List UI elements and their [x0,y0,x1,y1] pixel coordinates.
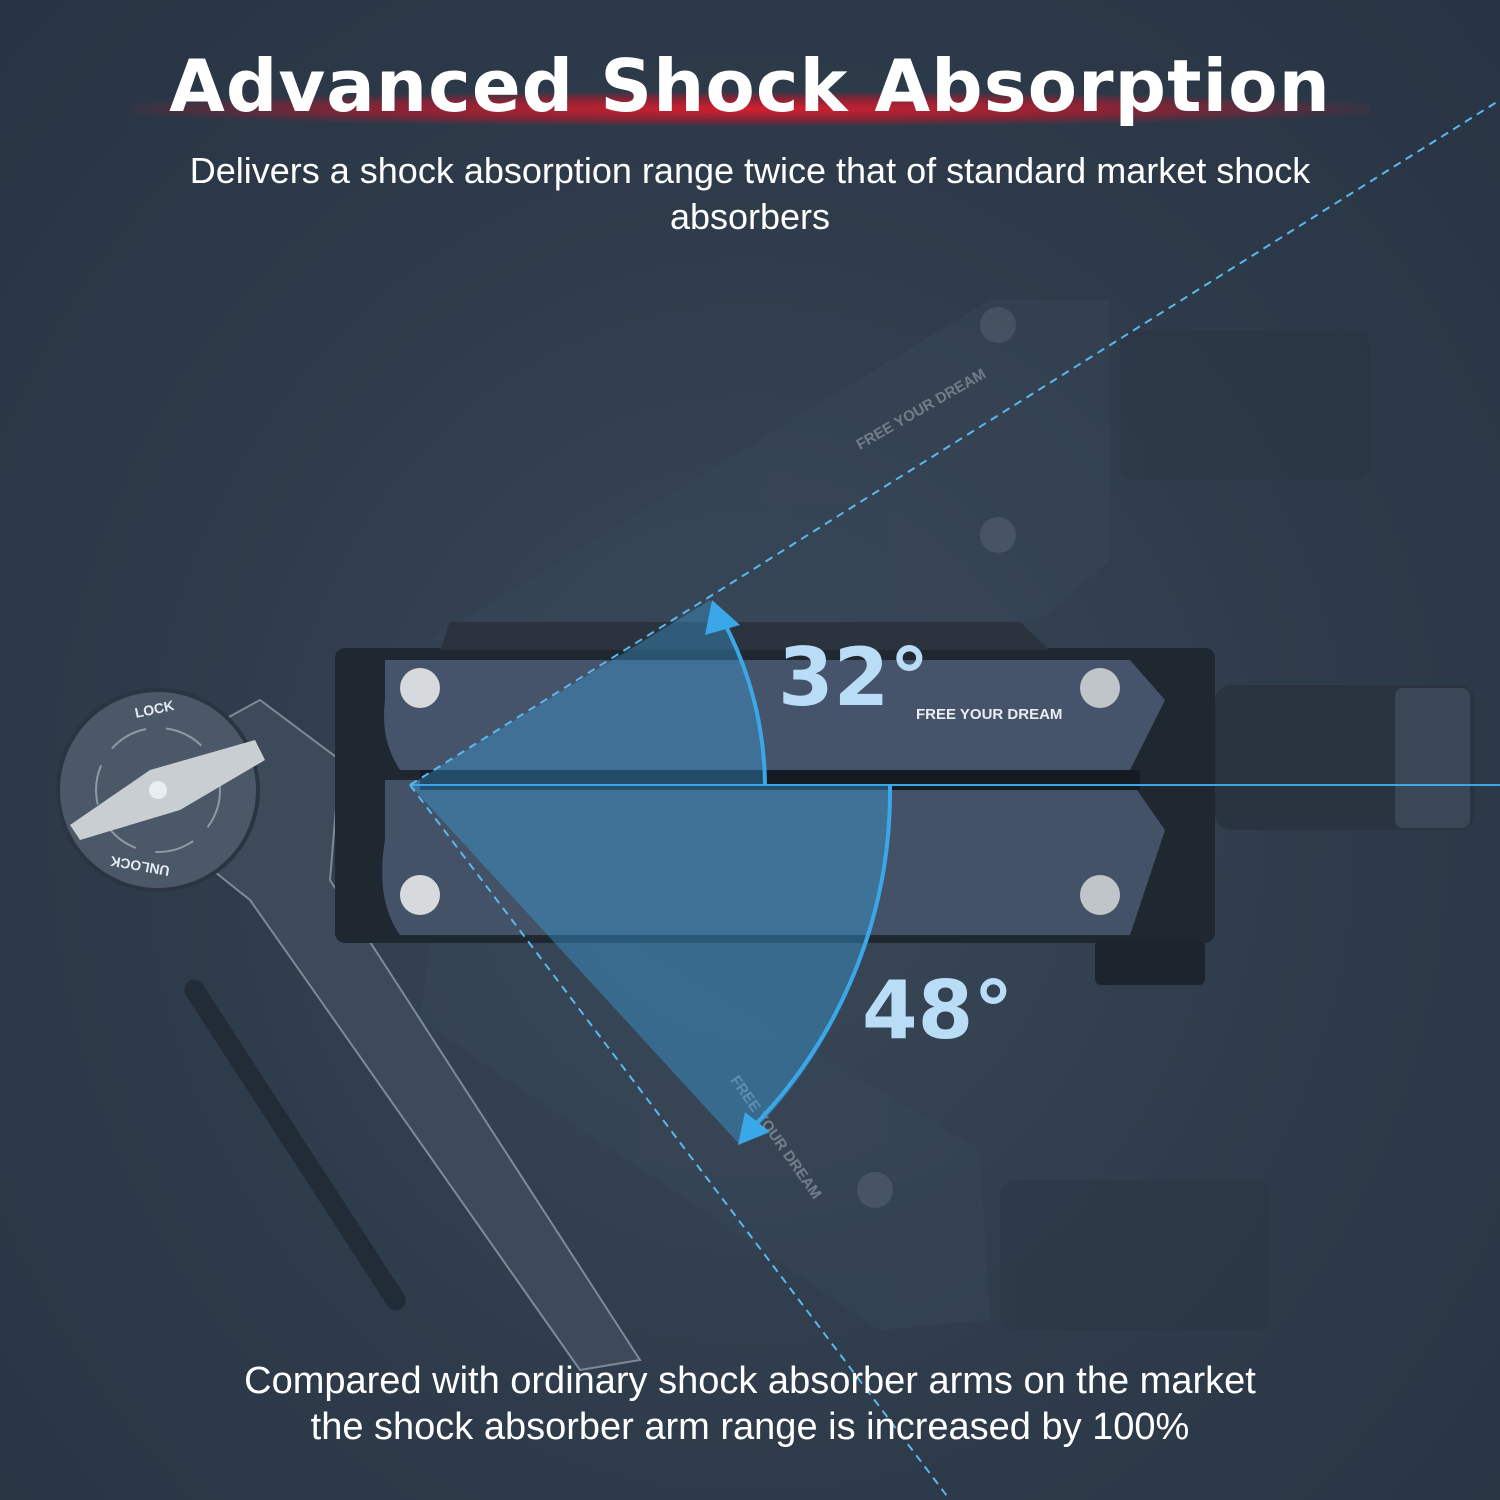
arrow-up-icon [705,600,740,635]
lower-limit-line [409,784,951,1500]
lower-angle-label: 48° [862,964,1013,1057]
footer-caption: Compared with ordinary shock absorber ar… [100,1358,1400,1450]
lock-knob[interactable]: LOCK UNLOCK [56,688,265,892]
upper-limit-line [409,99,1500,786]
upper-angle-label: 32° [778,631,929,724]
ghost-arm-raised: FREE YOUR DREAM [430,300,1370,640]
arrow-down-icon [738,1112,770,1145]
footer-line-1: Compared with ordinary shock absorber ar… [244,1360,1256,1402]
lower-arc [748,784,893,1132]
wing-nut-icon[interactable] [70,740,265,840]
bracket-slot [184,979,406,1311]
subtitle: Delivers a shock absorption range twice … [189,150,1311,237]
ghost-arm-lowered: FREE YOUR DREAM [420,900,1270,1330]
angle-overlay: 32° 48° [409,99,1500,1500]
upper-arc [718,614,767,786]
brand-text: FREE YOUR DREAM [916,706,1062,723]
title-glow [130,92,1370,126]
page-title: Advanced Shock Absorption [169,44,1331,128]
footer-line-2: the shock absorber arm range is increase… [310,1406,1190,1448]
